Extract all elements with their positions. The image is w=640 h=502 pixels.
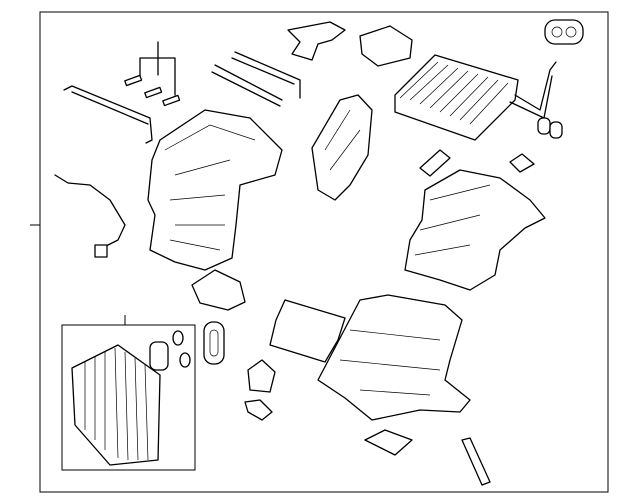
evaporator-inset (61, 324, 196, 471)
small-bracket (419, 149, 535, 177)
seal-pad (269, 299, 346, 363)
foam-pad (364, 429, 413, 456)
sensor-harness (54, 174, 126, 258)
clip-lower (244, 359, 276, 421)
heater-core (394, 54, 557, 141)
grommet (544, 19, 584, 45)
center-bracket (311, 94, 373, 201)
clip-set (124, 41, 181, 107)
duct-bracket (287, 21, 413, 67)
upper-case-left (147, 109, 283, 271)
evaporator (71, 330, 191, 466)
gasket (203, 321, 225, 365)
actuator (191, 269, 246, 311)
hose-ends (537, 117, 563, 139)
drain-pipe (461, 437, 491, 486)
diagram-frame (39, 11, 609, 493)
lower-case (317, 294, 471, 421)
case-right (404, 169, 546, 291)
rod-set (63, 51, 301, 144)
